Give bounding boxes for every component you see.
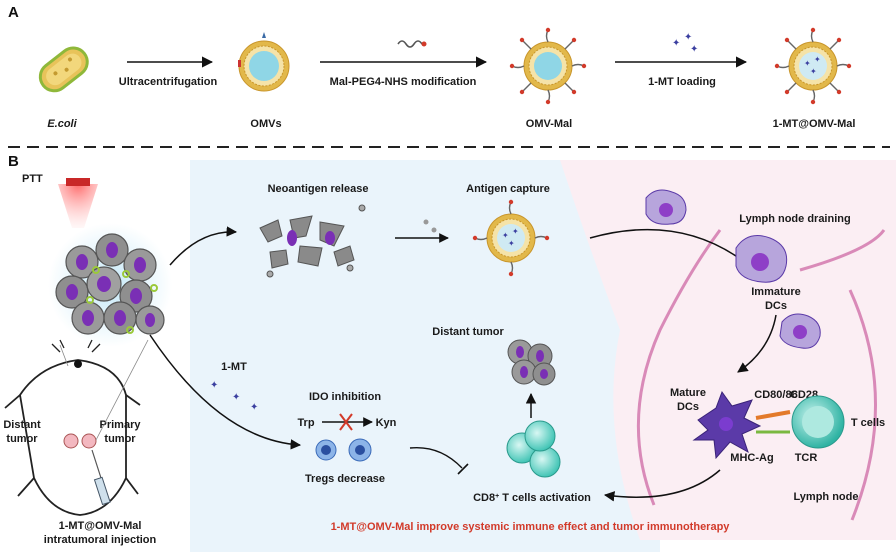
antigen-capture-label: Antigen capture bbox=[466, 183, 550, 195]
mature-dc-icon bbox=[692, 390, 762, 460]
cd8-activation-label: CD8+ T cells activation bbox=[473, 492, 591, 504]
cd80-86-label: CD80/86 bbox=[754, 389, 797, 401]
svg-text:✦: ✦ bbox=[508, 239, 515, 248]
distant-tumor-site-icon bbox=[63, 433, 79, 449]
mt-omv-mal-label: 1-MT@OMV-Mal bbox=[773, 118, 856, 130]
tumor-callout-line-left bbox=[59, 344, 69, 367]
panel-b-letter: B bbox=[8, 153, 19, 170]
kyn-label: Kyn bbox=[376, 417, 397, 429]
mouse-distant-label-1: Distant bbox=[3, 419, 41, 431]
lymph-node-label: Lymph node bbox=[794, 491, 859, 503]
inhibition-cross-icon bbox=[339, 413, 353, 431]
arrow-tumor-to-ido bbox=[149, 334, 302, 450]
omv-mal-icon bbox=[509, 27, 587, 105]
svg-text:✦: ✦ bbox=[684, 32, 692, 43]
inhibition-bar bbox=[457, 463, 469, 475]
svg-text:✦: ✦ bbox=[512, 227, 519, 236]
svg-text:✦: ✦ bbox=[810, 67, 817, 76]
ptt-label: PTT bbox=[22, 173, 43, 185]
svg-text:✦: ✦ bbox=[210, 380, 218, 391]
mature-dcs-label-1: Mature bbox=[670, 387, 706, 399]
1-mt-molecule-icon: ✦ ✦ ✦ bbox=[672, 32, 698, 55]
arrow-immature-to-mature bbox=[737, 314, 777, 373]
lymph-node-draining-label: Lymph node draining bbox=[739, 213, 850, 225]
laser-source-icon bbox=[66, 178, 90, 186]
antigen-captured-vesicle-icon: ✦✦✦ bbox=[472, 199, 550, 277]
immature-dcs-label-1: Immature bbox=[751, 286, 801, 298]
injection-label-2: intratumoral injection bbox=[44, 534, 157, 546]
dendritic-cell-small-icon bbox=[645, 189, 687, 225]
conclusion-text: 1-MT@OMV-Mal improve systemic immune eff… bbox=[331, 521, 731, 533]
immature-dc-icon bbox=[735, 235, 788, 283]
svg-text:✦: ✦ bbox=[672, 38, 680, 49]
injection-label-1: 1-MT@OMV-Mal bbox=[59, 520, 142, 532]
antigen-loaded-dc-icon bbox=[779, 313, 821, 349]
svg-text:✦: ✦ bbox=[250, 402, 258, 413]
cd8-t-cells-icon bbox=[506, 420, 561, 478]
svg-text:✦: ✦ bbox=[232, 392, 240, 403]
omvs-label: OMVs bbox=[250, 118, 281, 130]
1-mt-stars-icon: ✦ ✦ ✦ bbox=[210, 380, 258, 413]
mature-dcs-label-2: DCs bbox=[677, 401, 699, 413]
1-mt-label: 1-MT bbox=[221, 361, 247, 373]
cell-debris-icon bbox=[259, 204, 366, 278]
svg-text:✦: ✦ bbox=[690, 44, 698, 55]
modification-label: Mal-PEG4-NHS modification bbox=[330, 76, 477, 88]
maleimide-dot-icon bbox=[421, 41, 427, 47]
omv-mal-label: OMV-Mal bbox=[526, 118, 572, 130]
mouse-primary-label-1: Primary bbox=[100, 419, 142, 431]
omv-vesicle-icon bbox=[238, 32, 290, 92]
inhibition-arrow bbox=[409, 446, 463, 469]
ido-inhibition-label: IDO inhibition bbox=[309, 391, 381, 403]
arrow-tumor-to-neoantigen bbox=[169, 226, 238, 266]
distant-tumor-icon bbox=[507, 339, 556, 386]
syringe-icon bbox=[91, 449, 111, 506]
antigen-fragment-icon bbox=[423, 219, 437, 233]
svg-text:✦: ✦ bbox=[814, 55, 821, 64]
laser-beam-icon bbox=[58, 184, 98, 228]
co-stimulation-receptor-icon bbox=[755, 410, 791, 434]
peg-linker-icon bbox=[397, 40, 423, 48]
mhc-ag-label: MHC-Ag bbox=[730, 452, 773, 464]
tregs-decrease-label: Tregs decrease bbox=[305, 473, 385, 485]
svg-text:✦: ✦ bbox=[502, 231, 509, 240]
tumor-callout-line-right bbox=[95, 339, 149, 441]
lymph-node-outline bbox=[636, 229, 886, 521]
arrow-to-cd8-activation bbox=[603, 469, 721, 502]
distant-tumor-label: Distant tumor bbox=[432, 326, 504, 338]
neoantigen-release-label: Neoantigen release bbox=[268, 183, 369, 195]
loading-label: 1-MT loading bbox=[648, 76, 716, 88]
immature-dcs-label-2: DCs bbox=[765, 300, 787, 312]
tcr-label: TCR bbox=[795, 452, 818, 464]
treg-cells-icon bbox=[315, 438, 372, 462]
svg-text:✦: ✦ bbox=[804, 59, 811, 68]
primary-tumor-site-icon bbox=[81, 433, 97, 449]
primary-tumor-cluster-icon bbox=[48, 223, 172, 347]
t-cells-label: T cells bbox=[851, 417, 885, 429]
trp-label: Trp bbox=[297, 417, 314, 429]
mouse-primary-label-2: tumor bbox=[104, 433, 136, 445]
panel-a-letter: A bbox=[8, 4, 19, 21]
mouse-distant-label-2: tumor bbox=[6, 433, 38, 445]
mt-omv-mal-icon: ✦✦✦ bbox=[774, 27, 852, 105]
ecoli-bacterium-icon bbox=[38, 46, 89, 93]
ecoli-label: E.coli bbox=[47, 118, 77, 130]
t-cell-nucleus-icon bbox=[802, 406, 834, 438]
ultracentrifugation-label: Ultracentrifugation bbox=[119, 76, 218, 88]
